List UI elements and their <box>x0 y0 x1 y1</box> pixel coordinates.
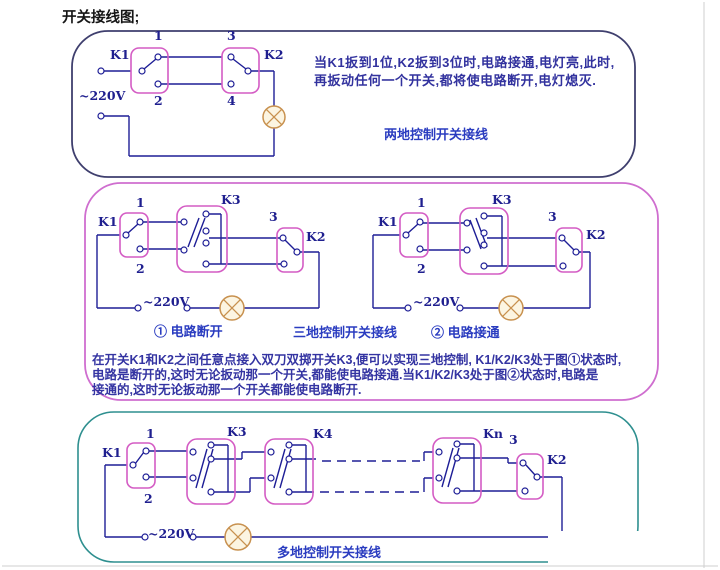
switch-k1-box <box>126 442 156 489</box>
panel1-note-line1: 当K1扳到1位,K2扳到3位时,电路接通,电灯亮,此时, <box>314 55 615 70</box>
panel2-caption-closed: ② 电路接通 <box>431 325 500 340</box>
panel-three-location <box>84 182 659 401</box>
p2-right-label-2: 2 <box>417 261 426 276</box>
p2-right-label-220v: ~220V <box>413 294 460 309</box>
switch-k3-box <box>186 438 236 505</box>
p1-label-1: 1 <box>154 28 163 43</box>
switch-blades <box>134 447 536 489</box>
p1-label-2: 2 <box>154 93 163 108</box>
switch-k3-box <box>459 207 509 275</box>
lamp-icon <box>262 105 286 129</box>
p3-label-k2: K2 <box>547 452 567 467</box>
p2-right-label-k2: K2 <box>586 227 606 242</box>
switch-k2-box <box>516 453 544 500</box>
p3-label-3: 3 <box>509 432 518 447</box>
switch-kn-box <box>432 437 482 504</box>
p3-label-1: 1 <box>146 426 155 441</box>
p2-right-label-k1: K1 <box>378 214 398 229</box>
panel2-text-line1: 在开关K1和K2之间任意点接入双刀双掷开关K3,便可以实现三地控制, K1/K2… <box>92 353 622 367</box>
panel3-caption: 多地控制开关接线 <box>277 545 382 560</box>
p2-left-label-k1: K1 <box>98 214 118 229</box>
p1-label-k1: K1 <box>110 47 130 62</box>
panel-multi-location <box>77 411 720 570</box>
p2-left-label-1: 1 <box>136 195 145 210</box>
panel2-text-line2: 电路是断开的,这时无论扳动那一个开关,都能使电路接通.当K1/K2/K3处于图②… <box>92 368 599 382</box>
lamp-icon <box>498 295 524 321</box>
panel2-text-line3: 接通的,这时无论扳动那一个开关都能使电路断开. <box>92 383 362 397</box>
p2-right-label-1: 1 <box>417 195 426 210</box>
p3-label-2: 2 <box>144 491 153 506</box>
p3-label-k4: K4 <box>313 426 333 441</box>
p1-label-220v: ~220V <box>79 88 126 103</box>
p3-label-k1: K1 <box>102 445 122 460</box>
switch-k4-box <box>264 438 314 505</box>
p1-label-4: 4 <box>227 93 236 108</box>
p3-label-kn: Kn <box>483 426 503 441</box>
lamp-icon <box>219 295 245 321</box>
panel1-note-line2: 再扳动任何一个开关,都将使电路断开,电灯熄灭. <box>314 73 597 88</box>
p3-label-k3: K3 <box>227 424 247 439</box>
p1-label-3: 3 <box>227 28 236 43</box>
panel2-caption-title: 三地控制开关接线 <box>293 325 398 340</box>
p2-left-label-220v: ~220V <box>143 294 190 309</box>
switch-k1-box <box>119 212 149 258</box>
p2-left-label-3: 3 <box>269 209 278 224</box>
p2-left-label-k2: K2 <box>306 229 326 244</box>
panel2-border <box>84 182 659 401</box>
switch-k2-box <box>276 227 304 273</box>
switch-k2-box <box>221 47 260 94</box>
switch-blades <box>127 217 296 251</box>
panel2-caption-open: ① 电路断开 <box>154 324 223 339</box>
switch-k1-box <box>130 47 169 94</box>
p2-left-label-2: 2 <box>136 261 145 276</box>
switch-blades <box>143 58 247 70</box>
panel3-border <box>77 411 639 563</box>
p2-left-label-k3: K3 <box>221 192 241 207</box>
switch-blades <box>407 217 575 251</box>
p2-right-label-3: 3 <box>548 209 557 224</box>
panel1-caption: 两地控制开关接线 <box>384 127 489 142</box>
p3-label-220v: ~220V <box>148 526 195 541</box>
switch-k2-box <box>555 227 583 273</box>
cutoff-white-patch <box>548 531 720 570</box>
p1-label-k2: K2 <box>264 47 284 62</box>
switch-k1-box <box>399 212 429 258</box>
continuation-dashes <box>320 460 420 493</box>
page-title: 开关接线图; <box>62 10 140 26</box>
lamp-icon <box>224 523 252 551</box>
panel1-border <box>71 30 636 178</box>
panel-two-location <box>71 30 636 178</box>
p2-right-label-k3: K3 <box>492 192 512 207</box>
switch-k3-box <box>176 205 228 273</box>
